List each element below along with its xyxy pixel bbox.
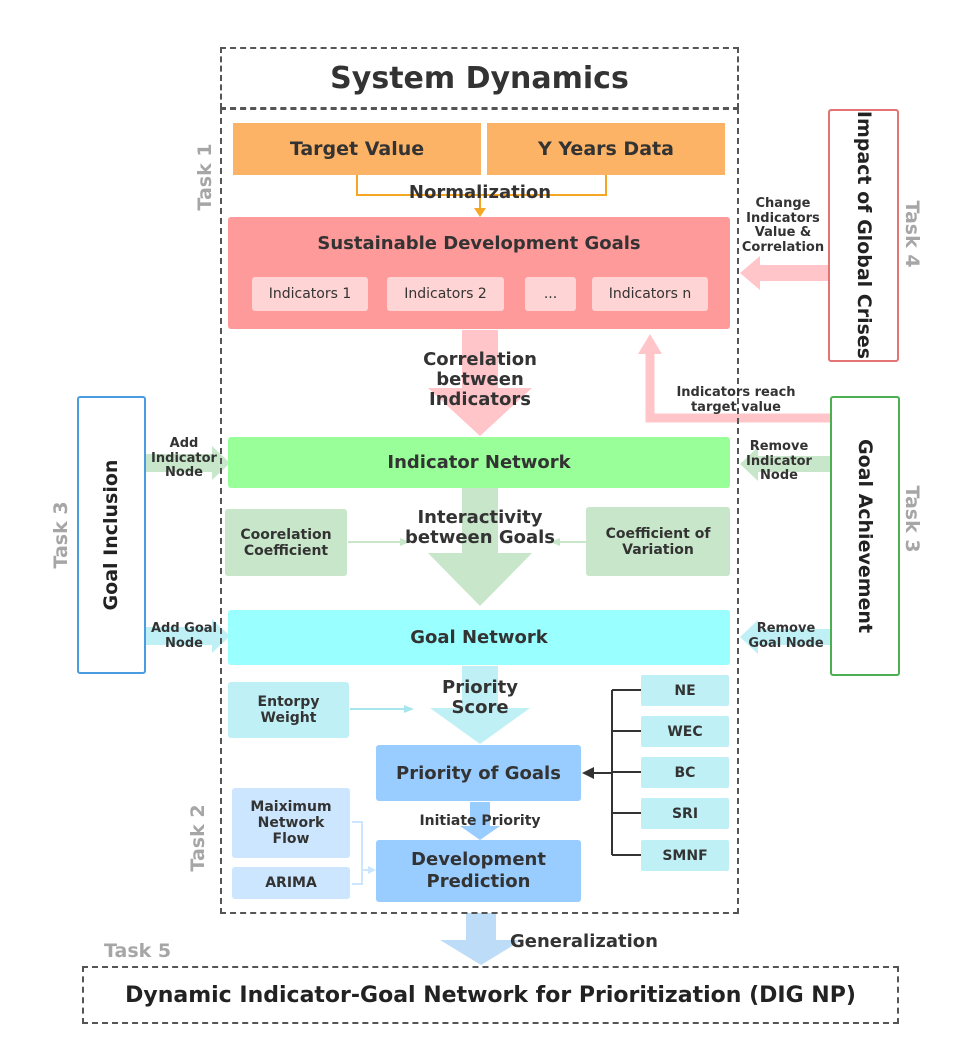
arima-box: ARIMA (232, 867, 350, 899)
footer-title: Dynamic Indicator-Goal Network for Prior… (125, 982, 856, 1008)
system-dynamics-body-frame (220, 108, 739, 914)
interactivity-label: Interactivity between Goals (405, 507, 555, 549)
task3-right-label: Task 3 (901, 485, 923, 553)
initiate-priority-arrow (460, 802, 500, 840)
indicator-chip: ... (525, 277, 576, 311)
add-goal-arrow (146, 619, 230, 653)
add-indicator-arrow (146, 446, 230, 480)
goal-achievement-box (830, 396, 900, 676)
development-prediction-box: Development Prediction (376, 840, 581, 902)
priority-of-goals-box: Priority of Goals (376, 745, 581, 801)
sdg-title: Sustainable Development Goals (317, 232, 641, 254)
coorelation-coefficient-box: Coorelation Coefficient (225, 509, 347, 576)
normalization-label: Normalization (408, 181, 552, 203)
goal-inclusion-box (77, 396, 146, 674)
correlation-label: Correlation between Indicators (423, 349, 537, 411)
normalization-connector (356, 175, 607, 196)
goal-achievement-title: Goal Achievement (854, 438, 876, 634)
task2-label: Task 2 (187, 804, 209, 872)
reach-target-label: Indicators reach target value (676, 385, 796, 415)
goal-inclusion-title: Goal Inclusion (100, 459, 122, 611)
initiate-priority-label: Initiate Priority (419, 813, 541, 829)
entropy-weight-box: Entorpy Weight (228, 682, 349, 738)
task4-label: Task 4 (901, 200, 923, 268)
remove-indicator-node-label: Remove Indicator Node (746, 439, 812, 484)
change-indicators-label: Change Indicators Value & Correlation (741, 196, 825, 255)
coefficient-variation-box: Coefficient of Variation (586, 507, 730, 576)
max-network-flow-box: Maiximum Network Flow (232, 788, 350, 858)
remove-goal-arrow (740, 620, 830, 654)
page-title: System Dynamics (330, 60, 629, 96)
prediction-bracket (352, 821, 363, 885)
priority-score-arrow (430, 666, 530, 744)
metric-box: SRI (641, 798, 729, 829)
metric-box: SMNF (641, 840, 729, 871)
correlation-arrow (428, 330, 532, 436)
remove-goal-node-label: Remove Goal Node (748, 621, 824, 651)
indicator-network-box: Indicator Network (228, 437, 730, 488)
generalization-label: Generalization (510, 931, 658, 952)
generalization-arrow (440, 913, 522, 965)
target-value-box: Target Value (233, 123, 481, 175)
indicator-chip: Indicators n (592, 277, 708, 311)
global-crises-title: Impact of Global Crises (853, 110, 875, 360)
add-indicator-node-label: Add Indicator Node (151, 436, 217, 481)
indicator-chip: Indicators 2 (387, 277, 504, 311)
goal-network-box: Goal Network (228, 610, 730, 665)
reach-target-connector (645, 352, 830, 423)
remove-indicator-arrow (740, 447, 830, 481)
indicator-chip: Indicators 1 (252, 277, 368, 311)
metrics-arrow-head (582, 767, 594, 779)
interactivity-arrow (428, 488, 532, 606)
task1-label: Task 1 (194, 143, 216, 211)
metric-box: WEC (641, 716, 729, 747)
metric-box: BC (641, 757, 729, 788)
change-indicators-arrow (740, 256, 828, 290)
priority-score-label: Priority Score (442, 677, 518, 719)
task3-left-label: Task 3 (50, 501, 72, 569)
task5-label: Task 5 (104, 940, 172, 962)
add-goal-node-label: Add Goal Node (150, 621, 218, 651)
y-years-data-box: Y Years Data (487, 123, 725, 175)
metric-box: NE (641, 675, 729, 706)
normalization-arrow-head (474, 208, 486, 217)
footer-frame (82, 966, 899, 1024)
global-crises-box (828, 109, 899, 362)
